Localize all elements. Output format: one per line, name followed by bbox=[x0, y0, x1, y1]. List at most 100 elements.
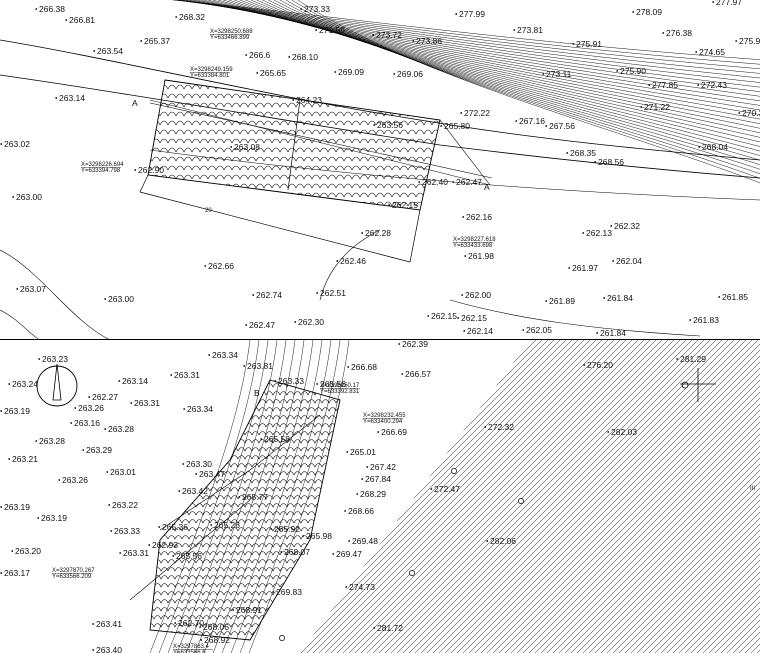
svg-text:X=3298226.694: X=3298226.694 bbox=[81, 162, 124, 168]
panel-divider bbox=[0, 339, 760, 340]
svg-text:Y=633384.801: Y=633384.801 bbox=[190, 73, 230, 79]
hatch-line bbox=[347, 340, 679, 653]
elevation-label: 262.90 bbox=[138, 165, 164, 175]
elevation-point: 263.23 bbox=[38, 354, 68, 364]
hatch-line bbox=[491, 340, 760, 653]
hatch-line bbox=[701, 340, 760, 653]
elevation-point: 263.21 bbox=[8, 454, 38, 464]
elevation-label: 268.32 bbox=[179, 12, 205, 22]
elevation-label: 269.47 bbox=[336, 549, 362, 559]
elevation-point: 263.20 bbox=[11, 546, 41, 556]
elevation-label: 268.04 bbox=[702, 142, 728, 152]
elevation-label: 268.91 bbox=[236, 605, 262, 615]
elevation-point: 263.31 bbox=[119, 548, 149, 558]
elevation-label: 268.07 bbox=[284, 547, 310, 557]
elevation-point: 265.37 bbox=[140, 36, 170, 46]
elevation-point: 268.32 bbox=[175, 12, 205, 22]
elevation-point: 262.30 bbox=[294, 317, 324, 327]
elevation-point: 263.34 bbox=[208, 350, 238, 360]
hatch-line bbox=[593, 340, 760, 653]
elevation-label: 263.08 bbox=[234, 142, 260, 152]
hatch-line bbox=[407, 340, 739, 653]
svg-text:Y=633394.798: Y=633394.798 bbox=[81, 168, 121, 174]
elevation-label: 265.56 bbox=[176, 551, 202, 561]
elevation-point: 263.30 bbox=[182, 459, 212, 469]
elevation-point: 261.89 bbox=[545, 296, 575, 306]
elevation-label: 281.72 bbox=[377, 623, 403, 633]
elevation-label: 263.31 bbox=[134, 398, 160, 408]
hatch-line bbox=[419, 340, 751, 653]
hatch-line bbox=[677, 340, 760, 653]
elevation-point: 273.81 bbox=[513, 25, 543, 35]
elevation-label: 262.40 bbox=[422, 177, 448, 187]
elevation-label: 272.22 bbox=[464, 108, 490, 118]
hatch-line bbox=[629, 340, 760, 653]
elevation-label: 267.42 bbox=[370, 462, 396, 472]
elevation-label: 263.19 bbox=[4, 406, 30, 416]
elevation-point: 263.56 bbox=[373, 120, 403, 130]
elevation-point: 266.38 bbox=[35, 4, 65, 14]
elevation-label: 261.97 bbox=[572, 263, 598, 273]
elevation-point: 265.28 bbox=[210, 520, 240, 530]
elevation-point: 262.66 bbox=[204, 261, 234, 271]
elevation-point: 265.65 bbox=[256, 68, 286, 78]
elevation-label: 273.81 bbox=[517, 25, 543, 35]
elevation-label: 261.89 bbox=[549, 296, 575, 306]
svg-text:X=3297870.267: X=3297870.267 bbox=[52, 568, 95, 574]
elevation-label: 265.65 bbox=[260, 68, 286, 78]
elevation-point: 262.70 bbox=[174, 618, 204, 628]
elevation-point: 262.16 bbox=[462, 212, 492, 222]
elevation-point: 262.05 bbox=[522, 325, 552, 335]
terrain-outlines bbox=[0, 229, 701, 340]
contour-line bbox=[267, 0, 760, 161]
coordinate-labels-upper: X=3298250.688Y=633466.899X=3298226.694Y=… bbox=[81, 29, 496, 249]
svg-text:Y=633392.831: Y=633392.831 bbox=[320, 389, 360, 395]
survey-marker-icon bbox=[279, 635, 285, 641]
contour-line bbox=[207, 0, 760, 111]
elevation-point: 268.66 bbox=[344, 506, 374, 516]
hatch-line bbox=[551, 340, 760, 653]
elevation-point: 274.65 bbox=[695, 47, 725, 57]
elevation-point: 267.56 bbox=[545, 121, 575, 131]
survey-marker-icon bbox=[451, 468, 457, 474]
contour-line bbox=[239, 0, 760, 138]
svg-text:X=3298227.618: X=3298227.618 bbox=[453, 237, 496, 243]
hatch-line bbox=[383, 340, 715, 653]
section-mark-a-right: A bbox=[484, 182, 490, 192]
elevation-label: 266.68 bbox=[351, 362, 377, 372]
elevation-point: 262.40 bbox=[418, 177, 448, 187]
elevation-label: 262.28 bbox=[365, 228, 391, 238]
section-mark-b: B bbox=[254, 388, 260, 398]
elevation-point: 275.90 bbox=[616, 66, 646, 76]
elevation-label: 265.01 bbox=[350, 447, 376, 457]
elevation-point: 263.24 bbox=[8, 379, 38, 389]
lower-map-drawing: B III X=3298250.17Y=633392.831X=3298232.… bbox=[0, 340, 760, 653]
svg-text:Y=633466.899: Y=633466.899 bbox=[210, 35, 250, 41]
contour-line bbox=[297, 0, 760, 184]
elevation-point: 268.10 bbox=[288, 52, 318, 62]
elevation-point: 266.81 bbox=[65, 15, 95, 25]
elevation-label: 273.33 bbox=[304, 4, 330, 14]
hatch-line bbox=[485, 340, 760, 653]
elevation-point: 273.86 bbox=[412, 36, 442, 46]
elevation-point: 261.83 bbox=[689, 315, 719, 325]
elevation-label: 267.16 bbox=[519, 116, 545, 126]
elevation-point: 267.84 bbox=[361, 474, 391, 484]
elevation-points-lower: 263.23263.34263.81262.31262.39266.68266.… bbox=[0, 340, 706, 653]
elevation-point: 263.16 bbox=[70, 418, 100, 428]
elevation-point: 268.06 bbox=[199, 622, 229, 632]
elevation-label: 267.84 bbox=[365, 474, 391, 484]
hatch-line bbox=[479, 340, 760, 653]
elevation-label: 268.66 bbox=[348, 506, 374, 516]
elevation-label: 263.14 bbox=[59, 93, 85, 103]
hatch-line bbox=[563, 340, 760, 653]
elevation-label: 265.56 bbox=[320, 379, 346, 389]
hatch-line bbox=[317, 340, 649, 653]
elevation-label: 262.32 bbox=[614, 221, 640, 231]
elevation-point: 262.47 bbox=[245, 320, 275, 330]
hatch-line bbox=[557, 340, 760, 653]
